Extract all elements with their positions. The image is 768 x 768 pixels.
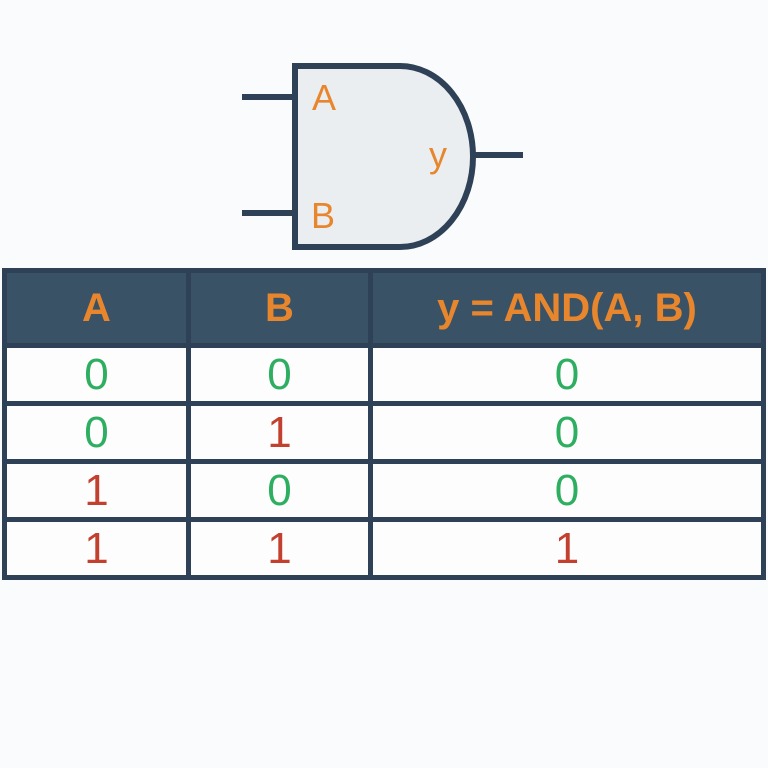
cell-a: 0 <box>2 401 191 464</box>
gate-output-y-label: y <box>429 134 447 175</box>
table-row: 1 1 1 <box>2 517 766 580</box>
cell-y: 1 <box>368 517 766 580</box>
cell-a: 1 <box>2 459 191 522</box>
cell-b: 0 <box>186 343 373 406</box>
gate-input-a-label: A <box>312 77 336 118</box>
truth-table: A B y = AND(A, B) 0 0 0 0 1 0 1 0 0 1 <box>2 268 766 580</box>
table-row: 0 1 0 <box>2 401 766 464</box>
cell-a: 0 <box>2 343 191 406</box>
table-row: 1 0 0 <box>2 459 766 522</box>
and-gate-body <box>292 63 476 250</box>
gate-input-b-label: B <box>311 195 335 236</box>
header-cell-b: B <box>186 268 373 348</box>
cell-b: 1 <box>186 517 373 580</box>
and-gate-diagram: A B y <box>242 63 523 250</box>
table-row: 0 0 0 <box>2 343 766 406</box>
cell-y: 0 <box>368 343 766 406</box>
cell-b: 0 <box>186 459 373 522</box>
header-cell-a: A <box>2 268 191 348</box>
truth-table-header-row: A B y = AND(A, B) <box>2 268 766 348</box>
cell-y: 0 <box>368 401 766 464</box>
cell-y: 0 <box>368 459 766 522</box>
header-cell-y: y = AND(A, B) <box>368 268 766 348</box>
cell-a: 1 <box>2 517 191 580</box>
cell-b: 1 <box>186 401 373 464</box>
